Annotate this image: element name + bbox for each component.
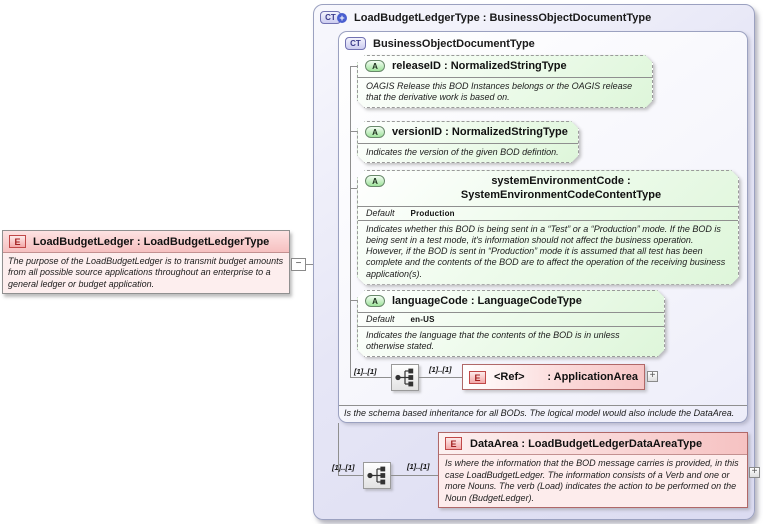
extension-plus-icon: + [337,12,347,23]
attribute-icon: A [365,175,385,187]
default-value: Production [410,208,455,218]
dataarea-annotation: Is where the information that the BOD me… [439,454,747,508]
complex-type-load-budget-ledger-type[interactable]: CT + LoadBudgetLedgerType : BusinessObje… [313,4,760,520]
element-header[interactable]: E LoadBudgetLedger : LoadBudgetLedgerTyp… [3,231,289,252]
ref-name: <Ref> [494,371,525,383]
base-type-business-object-document[interactable]: CT BusinessObjectDocumentType A releaseI… [338,31,748,423]
attribute-annotation: Indicates whether this BOD is being sent… [358,220,738,284]
sequence-compositor-icon[interactable] [363,462,391,489]
element-title: LoadBudgetLedger : LoadBudgetLedgerType [33,235,270,248]
connector-ref [419,377,462,378]
expand-ref-button[interactable]: + [647,371,658,382]
element-icon: E [445,437,462,450]
attribute-title: releaseID : NormalizedStringType [392,60,567,72]
connector-language-code [350,300,357,301]
element-load-budget-ledger[interactable]: E LoadBudgetLedger : LoadBudgetLedgerTyp… [2,230,290,294]
base-type-header[interactable]: CT BusinessObjectDocumentType [339,32,747,50]
connector-system-environment [350,188,357,189]
default-label: Default [366,313,395,324]
connector-release-id [350,66,357,67]
connector-version-id [350,131,357,132]
element-data-area[interactable]: E DataArea : LoadBudgetLedgerDataAreaTyp… [438,432,748,509]
collapse-toggle[interactable]: − [291,258,306,271]
attribute-icon: A [365,60,385,72]
element-icon: E [9,235,26,248]
connector-dataarea [391,475,438,476]
ref-type: : ApplicationArea [547,371,638,383]
attribute-language-code[interactable]: A languageCode : LanguageCodeType Defaul… [357,290,665,357]
connector-sequence-2 [338,475,363,476]
cardinality-label: [1]..[1] [407,462,430,471]
element-ref-application-area[interactable]: E <Ref> : ApplicationArea [462,364,645,390]
sequence-glyph [367,466,386,485]
attribute-system-environment-code[interactable]: A systemEnvironmentCode : SystemEnvironm… [357,170,739,285]
attribute-icon: A [365,295,385,307]
attribute-release-id[interactable]: A releaseID : NormalizedStringType OAGIS… [357,55,653,108]
dataarea-trunk-line [338,423,339,475]
cardinality-label: [1]..[1] [429,365,452,374]
expand-dataarea-button[interactable]: + [749,467,760,478]
attribute-default-row: Default en-US [358,312,664,326]
connector-sequence [350,377,391,378]
base-type-title: BusinessObjectDocumentType [373,37,535,50]
attribute-version-id[interactable]: A versionID : NormalizedStringType Indic… [357,121,579,163]
sequence-glyph [395,368,414,387]
attribute-title: languageCode : LanguageCodeType [392,295,582,307]
attribute-title: versionID : NormalizedStringType [392,126,568,138]
base-type-note: Is the schema based inheritance for all … [339,405,747,422]
attribute-icon: A [365,126,385,138]
ct-icon: CT [345,37,366,50]
attribute-title: systemEnvironmentCode : SystemEnvironmen… [460,175,662,201]
complex-type-title: LoadBudgetLedgerType : BusinessObjectDoc… [354,11,652,24]
complex-type-extension-icon: CT + [320,11,347,24]
attribute-annotation: Indicates the version of the given BOD d… [358,143,578,162]
dataarea-title: DataArea : LoadBudgetLedgerDataAreaType [470,437,703,450]
attribute-default-row: Default Production [358,206,738,220]
attribute-annotation: OAGIS Release this BOD Instances belongs… [358,77,652,108]
sequence-compositor-icon[interactable] [391,364,419,391]
cardinality-label: [1]..[1] [332,463,355,472]
cardinality-label: [1]..[1] [354,367,377,376]
default-value: en-US [410,314,435,324]
attribute-trunk-line [350,66,351,377]
element-annotation: The purpose of the LoadBudgetLedger is t… [3,252,289,293]
element-icon: E [469,370,486,384]
dataarea-header[interactable]: E DataArea : LoadBudgetLedgerDataAreaTyp… [439,433,747,454]
default-label: Default [366,207,395,218]
complex-type-header[interactable]: CT + LoadBudgetLedgerType : BusinessObje… [314,5,754,24]
attribute-annotation: Indicates the language that the contents… [358,326,664,357]
